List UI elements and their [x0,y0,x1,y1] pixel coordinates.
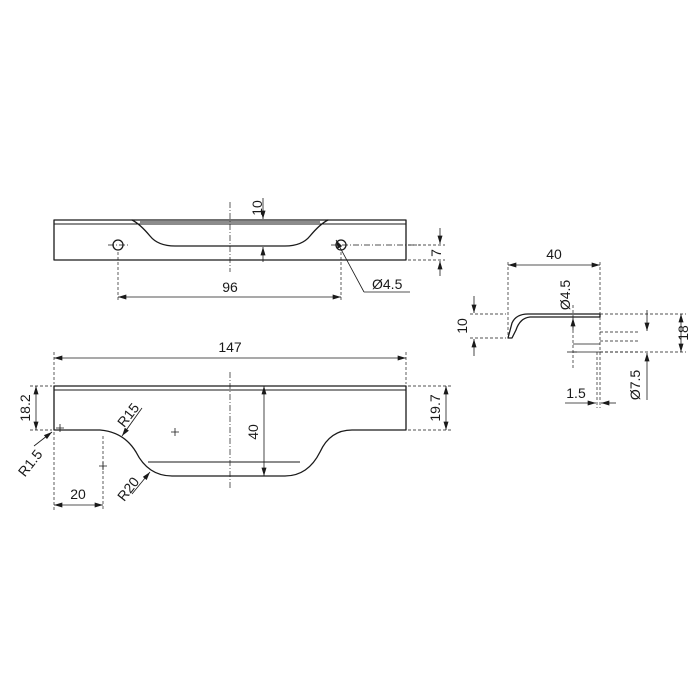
top-thickness-label: 7 [428,249,444,257]
front-radius-corner-label: R1.5 [15,446,46,479]
front-radius-small-label: R15 [114,400,143,430]
side-width-label: 40 [546,246,562,262]
side-view-profile [507,313,601,339]
side-flange-label: 10 [454,318,470,334]
front-left-height-label: 18.2 [17,394,33,421]
side-view: 40 Ø4.5 10 18 Ø7.5 1.5 [454,246,691,408]
front-radius-large-label: R20 [114,474,143,504]
hole-spacing-label: 96 [222,279,238,295]
front-depth-label: 40 [245,424,261,440]
front-offset-label: 20 [70,486,86,502]
side-hole-label: Ø4.5 [557,280,573,311]
front-view-outline [53,385,407,477]
top-view: 10 7 96 Ø4.5 [53,198,445,302]
side-height-label: 18 [675,325,691,341]
top-view-outline [53,219,407,261]
front-length-label: 147 [218,339,242,355]
front-right-height-label: 19.7 [427,394,443,421]
hole-diameter-label: Ø4.5 [372,276,403,292]
side-counterbore-label: Ø7.5 [627,370,643,401]
top-height-label: 10 [249,200,265,216]
side-thickness-label: 1.5 [566,385,586,401]
front-view: 147 18.2 19.7 40 R15 R1.5 R20 20 [15,339,452,510]
